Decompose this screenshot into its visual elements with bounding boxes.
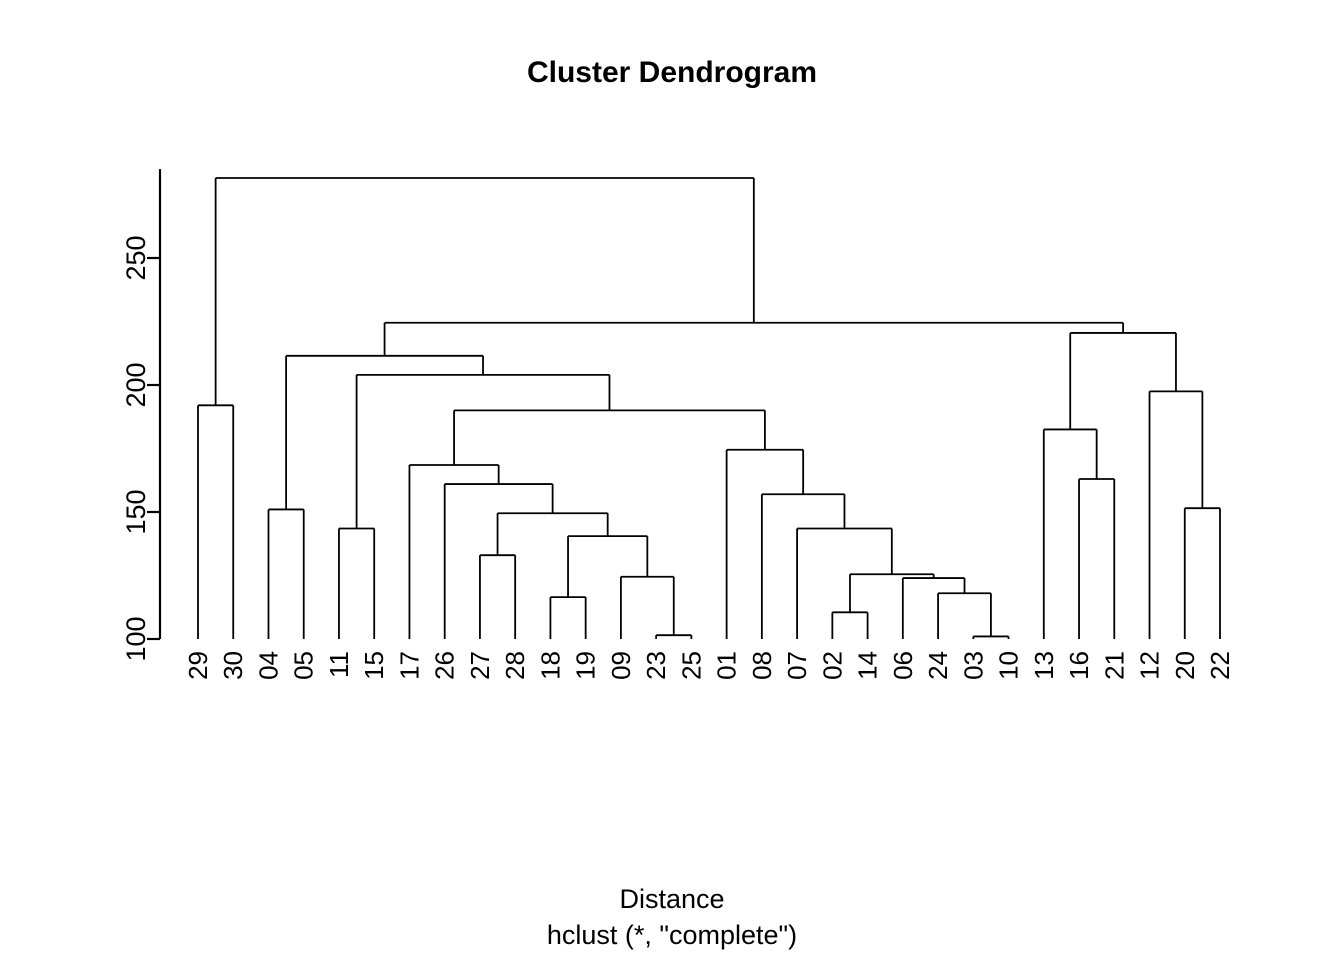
leaf-label: 29: [183, 651, 213, 680]
leaf-label: 18: [535, 651, 565, 680]
y-axis-tick-label: 150: [121, 489, 151, 534]
leaf-label: 08: [747, 651, 777, 680]
x-axis-sublabel: hclust (*, "complete"): [546, 920, 798, 950]
leaf-label: 02: [817, 651, 847, 680]
leaf-label: 06: [888, 651, 918, 680]
leaf-label: 01: [712, 651, 742, 680]
leaf-label: 12: [1135, 651, 1165, 680]
leaf-label: 21: [1099, 651, 1129, 680]
leaf-label: 24: [923, 651, 953, 680]
leaf-label: 13: [1029, 651, 1059, 680]
leaf-label: 03: [958, 651, 988, 680]
y-axis: 100 150 200 250: [121, 169, 162, 662]
leaf-label: 27: [465, 651, 495, 680]
leaf-label: 10: [994, 651, 1024, 680]
leaf-label: 09: [606, 651, 636, 680]
leaf-label: 05: [289, 651, 319, 680]
leaf-label: 26: [430, 651, 460, 680]
leaf-label: 15: [359, 651, 389, 680]
leaf-label: 22: [1205, 651, 1235, 680]
page-title: Cluster Dendrogram: [526, 56, 818, 89]
leaf-label: 04: [253, 651, 283, 680]
dendrogram-tree: [197, 177, 1221, 639]
y-axis-tick-label: 250: [121, 235, 151, 280]
leaf-label: 23: [641, 651, 671, 680]
x-axis-label: Distance: [619, 884, 725, 914]
y-axis-tick-label: 100: [121, 616, 151, 661]
leaf-label: 07: [782, 651, 812, 680]
leaf-label: 30: [218, 651, 248, 680]
leaf-label: 20: [1170, 651, 1200, 680]
y-axis-tick-label: 200: [121, 362, 151, 407]
leaf-label: 28: [500, 651, 530, 680]
leaf-label: 11: [324, 651, 354, 678]
leaf-label: 25: [676, 651, 706, 680]
leaf-label: 14: [853, 651, 883, 680]
leaf-label: 19: [571, 651, 601, 680]
leaf-label: 16: [1064, 651, 1094, 680]
leaf-label: 17: [394, 651, 424, 680]
